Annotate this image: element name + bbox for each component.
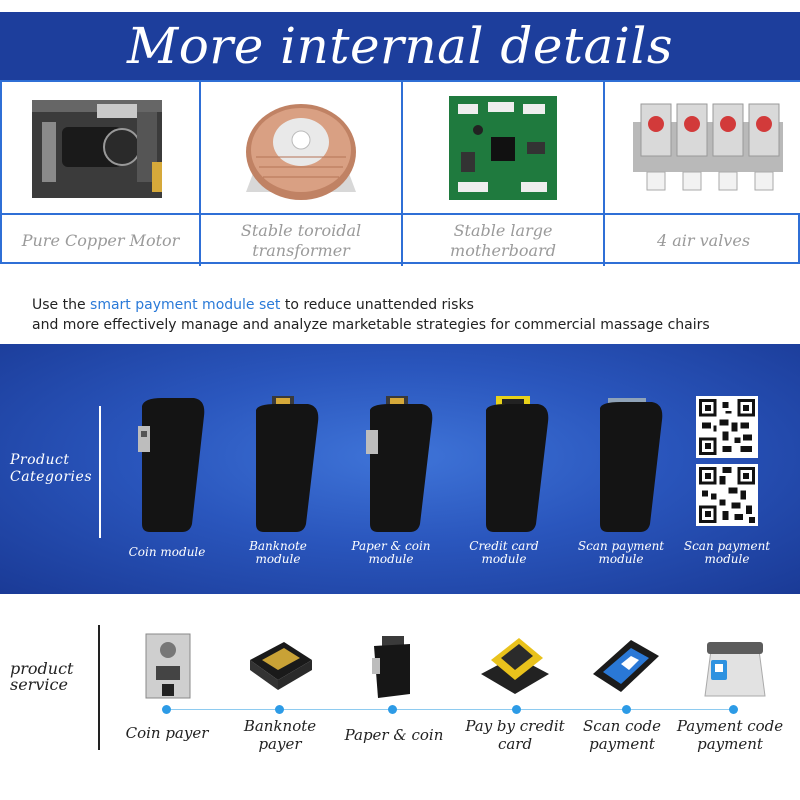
payment-code-payer-icon: [704, 642, 766, 697]
service-label: product service: [10, 659, 74, 694]
qr-code-icon: [696, 396, 758, 458]
scan-payment-module-icon: [600, 398, 663, 532]
service-label-coin-payer: Coin payer: [125, 724, 209, 742]
service-label-banknote-payer: Banknote payer: [243, 717, 317, 753]
detail-label-transformer: Stable toroidal transformer: [201, 215, 403, 266]
timeline-dot: [622, 705, 631, 714]
module-label-coin: Coin module: [128, 545, 206, 559]
timeline-dot: [729, 705, 738, 714]
transformer-photo: [201, 82, 403, 215]
service-timeline: [165, 709, 735, 710]
detail-label-motor: Pure Copper Motor: [2, 215, 201, 266]
intro-prefix: Use the: [32, 297, 91, 313]
credit-card-module-icon: [486, 396, 549, 532]
timeline-dot: [512, 705, 521, 714]
paper-coin-module-icon: [366, 396, 433, 532]
intro-suffix: to reduce unattended risks: [280, 297, 474, 313]
intro-text: Use the smart payment module set to redu…: [32, 295, 772, 335]
detail-label-motherboard: Stable large motherboard: [403, 215, 605, 266]
banknote-payer-icon: [250, 642, 312, 690]
timeline-dot: [388, 705, 397, 714]
product-categories-band: Product Categories: [0, 344, 800, 594]
module-label-paper-coin: Paper & coin module: [351, 539, 431, 566]
intro-line-1: Use the smart payment module set to redu…: [32, 295, 772, 315]
module-label-credit-card: Credit card module: [469, 539, 539, 566]
intro-line-2: and more effectively manage and analyze …: [32, 317, 710, 333]
categories-label: Product Categories: [10, 452, 92, 485]
air-valves-photo: [605, 82, 800, 215]
scan-code-payer-icon: [593, 640, 659, 692]
module-label-scan-2: Scan payment module: [683, 539, 771, 566]
intro-highlight: smart payment module set: [90, 297, 281, 313]
service-label-credit-card: Pay by credit card: [465, 717, 565, 753]
credit-card-payer-icon: [481, 638, 549, 694]
coin-module-icon: [138, 398, 205, 532]
timeline-dot: [162, 705, 171, 714]
banknote-module-icon: [256, 396, 319, 532]
service-label-scan-code: Scan code payment: [583, 717, 661, 753]
service-label-payment-code: Payment code payment: [676, 717, 784, 753]
qr-code-icon: [696, 464, 758, 526]
motor-photo: [2, 82, 201, 215]
coin-payer-icon: [145, 633, 191, 699]
service-label-paper-coin: Paper & coin: [344, 726, 444, 744]
motherboard-photo: [403, 82, 605, 215]
categories-divider: [99, 406, 101, 538]
paper-coin-payer-icon: [372, 636, 410, 698]
module-label-banknote: Banknote module: [249, 539, 307, 566]
internal-details-grid: Pure Copper Motor Stable toroidal transf…: [0, 80, 800, 266]
detail-label-air-valves: 4 air valves: [656, 230, 751, 250]
module-label-scan-1: Scan payment module: [577, 539, 665, 566]
timeline-dot: [275, 705, 284, 714]
page-title: More internal details: [127, 17, 673, 75]
service-divider: [98, 625, 100, 750]
page-header: More internal details: [0, 12, 800, 80]
